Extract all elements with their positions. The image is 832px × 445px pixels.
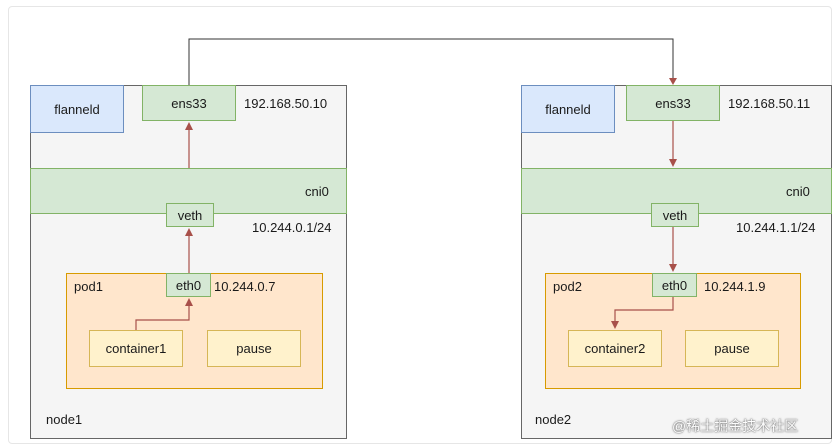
node2-eth0-to-container-wire [611, 297, 674, 329]
node2-container-label: container2 [584, 341, 646, 356]
node2-flanneld: flanneld [521, 85, 615, 133]
node2-label: node2 [535, 412, 572, 427]
node2-veth-label: veth [662, 207, 688, 223]
node1-eth0-label: eth0 [175, 277, 202, 293]
node2-eth0-interface: eth0 [652, 273, 697, 297]
node2-pause-label: pause [714, 341, 750, 356]
node1-pause-container: pause [207, 330, 301, 367]
node1-ens33-label: ens33 [171, 95, 207, 111]
node2-veth-interface: veth [651, 203, 699, 227]
node1-eth0-interface: eth0 [166, 273, 211, 297]
node1-flanneld: flanneld [30, 85, 124, 133]
node2-eth0-label: eth0 [661, 277, 688, 293]
node1-container: container1 [89, 330, 183, 367]
node1-cni0-ip: 10.244.0.1/24 [252, 220, 332, 235]
node1-eth0-ip: 10.244.0.7 [214, 279, 276, 294]
node2-ens33-interface: ens33 [626, 85, 720, 121]
node1-veth-label: veth [177, 207, 203, 223]
node1-container-to-eth0-wire [135, 298, 193, 330]
node1-ens33-ip: 192.168.50.10 [244, 96, 328, 111]
node1-label: node1 [46, 412, 83, 427]
node1-ens33-interface: ens33 [142, 85, 236, 121]
host-link-arrowhead [669, 78, 677, 85]
node2-flanneld-label: flanneld [545, 101, 591, 117]
node2-container: container2 [568, 330, 662, 367]
node1-veth-interface: veth [166, 203, 214, 227]
host-link-wire [188, 38, 674, 85]
node2-eth0-ip: 10.244.1.9 [704, 279, 766, 294]
node1-pause-label: pause [236, 341, 272, 356]
node1-cni0-label: cni0 [305, 184, 329, 199]
node1-container-label: container1 [105, 341, 167, 356]
node2-cni0-label: cni0 [786, 184, 810, 199]
node2-ens33-label: ens33 [655, 95, 691, 111]
node2-pod-label: pod2 [553, 279, 582, 294]
node2-ens33-ip: 192.168.50.11 [728, 96, 811, 111]
node2-cni0-ip: 10.244.1.1/24 [736, 220, 816, 235]
watermark: @稀土掘金技术社区 [672, 418, 799, 434]
node2-pause-container: pause [685, 330, 779, 367]
node1-flanneld-label: flanneld [54, 101, 100, 117]
node1-pod-label: pod1 [74, 279, 103, 294]
